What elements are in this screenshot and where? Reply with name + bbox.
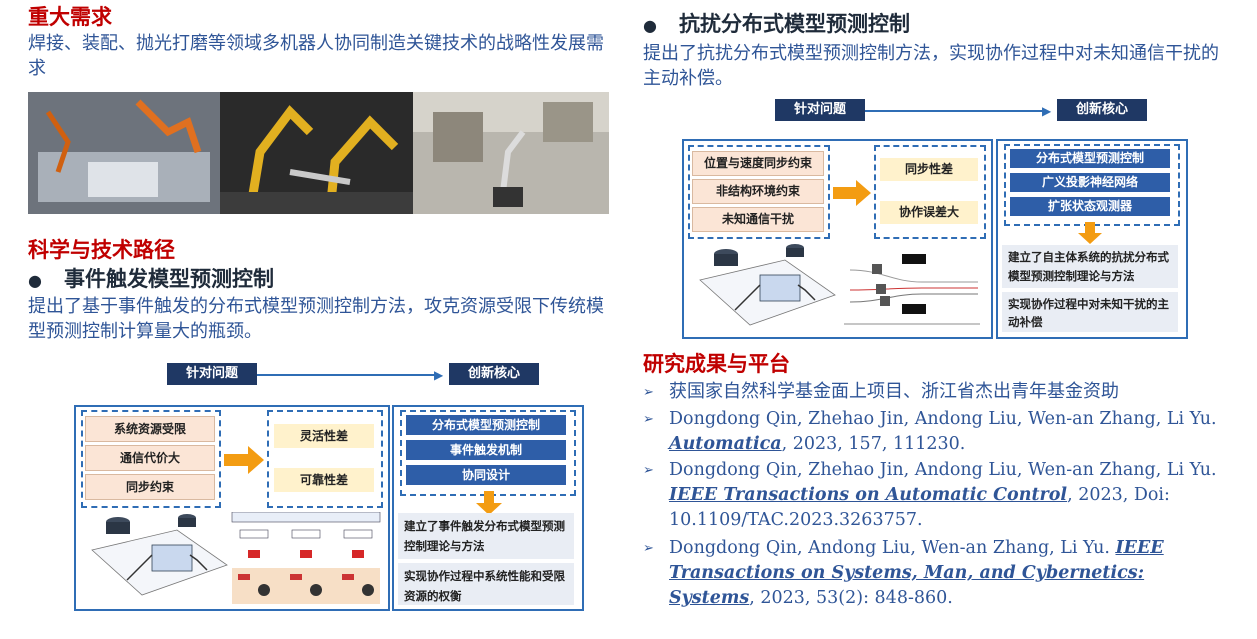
achievement-item: Dongdong Qin, Zhehao Jin, Andong Liu, We… — [669, 458, 1229, 533]
arrow-bullet-icon: ➢ — [643, 412, 654, 427]
left-block-diagram — [230, 511, 382, 608]
right-tag-problem: 针对问题 — [775, 99, 865, 121]
left-result-2: 实现协作过程中系统性能和受限资源的权衡 — [398, 563, 574, 605]
left-core-1: 分布式模型预测控制 — [406, 415, 566, 435]
left-problem-3: 同步约束 — [85, 474, 215, 500]
right-trajectory-plot — [842, 244, 982, 334]
achievement-item: Dongdong Qin, Andong Liu, Wen-an Zhang, … — [669, 536, 1229, 611]
ref-details: , 2023, 157, 111230. — [781, 434, 966, 454]
achieve-title: 研究成果与平台 — [643, 352, 790, 376]
right-tag-arrow-line — [865, 110, 1045, 112]
right-effect-2: 协作误差大 — [880, 201, 978, 224]
left-tag-core: 创新核心 — [449, 363, 539, 385]
left-orange-arrow-icon — [224, 446, 264, 478]
left-effect-2: 可靠性差 — [274, 468, 374, 492]
factory-photo-3 — [413, 92, 609, 214]
right-problem-dash — [688, 145, 830, 239]
bullet1-text: 提出了基于事件触发的分布式模型预测控制方法，攻克资源受限下传统模型预测控制计算量… — [28, 296, 604, 342]
right-effect-1: 同步性差 — [880, 158, 978, 181]
left-effect-1: 灵活性差 — [274, 424, 374, 448]
right-effect-dash — [874, 145, 986, 239]
left-tag-arrow-icon: ▶ — [434, 368, 444, 382]
left-problem-1: 系统资源受限 — [85, 416, 215, 442]
achievement-item: 获国家自然科学基金面上项目、浙江省杰出青年基金资助 — [669, 381, 1119, 402]
left-core-2: 事件触发机制 — [406, 440, 566, 460]
right-orange-arrow-icon — [833, 180, 871, 210]
left-down-arrow-icon — [476, 491, 502, 519]
right-core-2: 广义投影神经网络 — [1010, 173, 1170, 192]
ref-authors: Dongdong Qin, Zhehao Jin, Andong Liu, We… — [669, 409, 1217, 429]
arrow-bullet-icon: ➢ — [643, 541, 654, 556]
bullet1-title: 事件触发模型预测控制 — [64, 267, 274, 291]
right-down-arrow-icon — [1078, 222, 1102, 248]
arrow-bullet-icon: ➢ — [643, 463, 654, 478]
right-problem-2: 非结构环境约束 — [692, 179, 824, 204]
ref-authors: Dongdong Qin, Zhehao Jin, Andong Liu, We… — [669, 460, 1217, 480]
bullet-dot-icon: ● — [643, 16, 657, 35]
right-result-2: 实现协作过程中对未知干扰的主动补偿 — [1002, 292, 1178, 332]
ref-authors: Dongdong Qin, Andong Liu, Wen-an Zhang, … — [669, 538, 1116, 558]
left-robot-sketch — [82, 510, 232, 606]
route-title: 科学与技术路径 — [28, 238, 175, 262]
right-tag-arrow-icon: ▶ — [1042, 104, 1052, 118]
bullet2-title: 抗扰分布式模型预测控制 — [679, 12, 910, 36]
right-robot-sketch — [690, 240, 838, 334]
factory-photo-2 — [220, 92, 413, 214]
left-tag-arrow-line — [257, 374, 437, 376]
bullet2-text: 提出了抗扰分布式模型预测控制方法，实现协作过程中对未知通信干扰的主动补偿。 — [643, 43, 1219, 89]
ref-journal-link[interactable]: Automatica — [669, 434, 782, 454]
left-result-1: 建立了事件触发分布式模型预测控制理论与方法 — [398, 513, 574, 559]
ref-details: , 2023, Doi: 10.1109/TAC.2023.3263757. — [669, 485, 1170, 530]
bullet-dot-icon: ● — [28, 271, 42, 290]
left-effect-dash — [267, 410, 383, 508]
ref-details: , 2023, 53(2): 848-860. — [749, 588, 953, 608]
right-problem-1: 位置与速度同步约束 — [692, 151, 824, 176]
ref-journal-link[interactable]: IEEE Transactions on Systems, Man, and C… — [669, 538, 1164, 608]
left-problem-dash — [81, 410, 221, 508]
left-tag-problem: 针对问题 — [167, 363, 257, 385]
demand-text: 焊接、装配、抛光打磨等领域多机器人协同制造关键技术的战略性发展需求 — [28, 33, 604, 79]
right-problem-3: 未知通信干扰 — [692, 207, 824, 232]
left-core-3: 协同设计 — [406, 465, 566, 485]
demand-title: 重大需求 — [28, 5, 112, 29]
right-core-3: 扩张状态观测器 — [1010, 197, 1170, 216]
ref-journal-link[interactable]: IEEE Transactions on Automatic Control — [669, 485, 1068, 505]
factory-photo-1 — [28, 92, 220, 214]
right-result-1: 建立了自主体系统的抗扰分布式模型预测控制理论与方法 — [1002, 245, 1178, 288]
left-problem-2: 通信代价大 — [85, 445, 215, 471]
right-core-1: 分布式模型预测控制 — [1010, 149, 1170, 168]
right-tag-core: 创新核心 — [1057, 99, 1147, 121]
achievement-item: Dongdong Qin, Zhehao Jin, Andong Liu, We… — [669, 407, 1229, 457]
arrow-bullet-icon: ➢ — [643, 385, 654, 400]
